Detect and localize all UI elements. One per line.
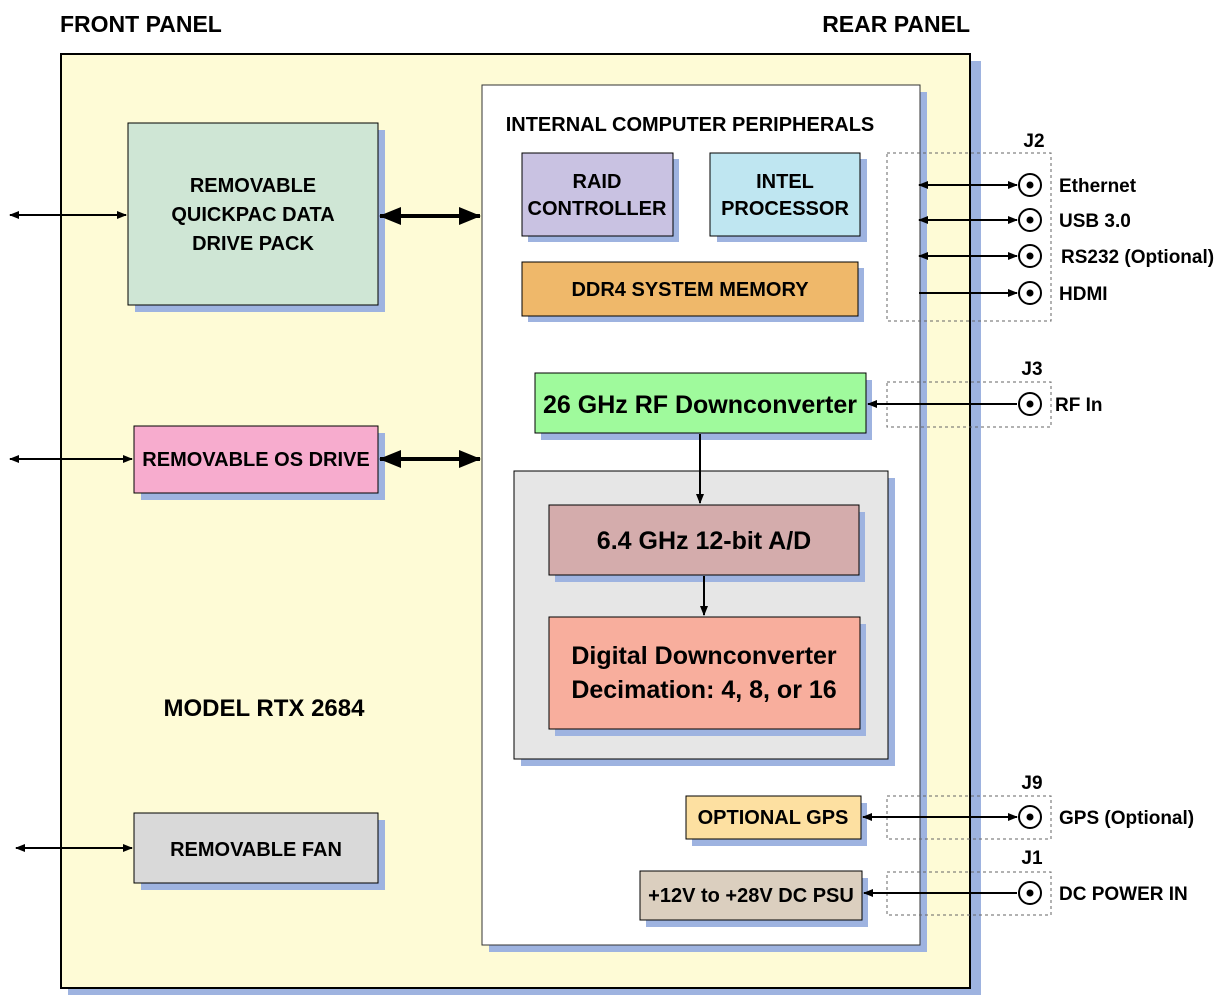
quickpac-label-line-2: QUICKPAC DATA bbox=[171, 204, 334, 226]
j3-connector-outline bbox=[886, 381, 1052, 428]
gps-jack-icon bbox=[1018, 805, 1042, 829]
j1-label: J1 bbox=[1021, 848, 1043, 869]
rf-downconverter-label: 26 GHz RF Downconverter bbox=[543, 391, 857, 419]
j2-connector-outline bbox=[886, 152, 1052, 322]
ddc-label-line-2: Decimation: 4, 8, or 16 bbox=[571, 676, 836, 704]
gps-label: OPTIONAL GPS bbox=[698, 807, 849, 829]
raid-label-line-2: CONTROLLER bbox=[528, 198, 667, 220]
dc-power-port-label: DC POWER IN bbox=[1059, 884, 1188, 905]
adc-block bbox=[548, 504, 860, 576]
gps-block bbox=[685, 795, 862, 840]
j2-label: J2 bbox=[1023, 131, 1044, 152]
intel-label-line-2: PROCESSOR bbox=[721, 198, 849, 220]
rs232-jack-icon bbox=[1018, 244, 1042, 268]
usb-port-label: USB 3.0 bbox=[1059, 211, 1131, 232]
j9-label: J9 bbox=[1021, 773, 1042, 794]
intel-processor-block bbox=[709, 152, 861, 237]
ethernet-port-label: Ethernet bbox=[1059, 176, 1137, 197]
os-drive-block bbox=[133, 425, 379, 494]
rf-downconverter-block bbox=[534, 372, 867, 434]
hdmi-port-label: HDMI bbox=[1059, 284, 1108, 305]
os-drive-label: REMOVABLE OS DRIVE bbox=[142, 449, 369, 471]
j3-label: J3 bbox=[1021, 359, 1042, 380]
ethernet-jack-icon bbox=[1018, 173, 1042, 197]
adc-label: 6.4 GHz 12-bit A/D bbox=[597, 527, 811, 555]
raid-label-line-1: RAID bbox=[573, 171, 622, 193]
rear-panel-label: REAR PANEL bbox=[822, 11, 970, 37]
front-panel-label: FRONT PANEL bbox=[60, 11, 222, 37]
ddr4-label: DDR4 SYSTEM MEMORY bbox=[571, 279, 809, 301]
internal-peripherals-label: INTERNAL COMPUTER PERIPHERALS bbox=[506, 114, 875, 136]
fan-block bbox=[133, 812, 379, 884]
quickpac-drive-block bbox=[127, 122, 379, 306]
rs232-port-label: RS232 (Optional) bbox=[1061, 247, 1214, 268]
quickpac-label-line-1: REMOVABLE bbox=[190, 175, 316, 197]
intel-label-line-1: INTEL bbox=[756, 171, 814, 193]
dc-power-jack-icon bbox=[1018, 881, 1042, 905]
quickpac-label-line-3: DRIVE PACK bbox=[192, 233, 314, 255]
hdmi-jack-icon bbox=[1018, 281, 1042, 305]
model-label: MODEL RTX 2684 bbox=[164, 695, 366, 722]
usb-jack-icon bbox=[1018, 208, 1042, 232]
ddc-block bbox=[548, 616, 861, 730]
psu-block bbox=[639, 870, 863, 921]
ddr4-memory-block bbox=[521, 261, 859, 317]
raid-controller-block bbox=[521, 152, 674, 237]
psu-label: +12V to +28V DC PSU bbox=[648, 885, 854, 907]
rf-in-jack-icon bbox=[1018, 392, 1042, 416]
ddc-label-line-1: Digital Downconverter bbox=[571, 642, 837, 670]
gps-port-label: GPS (Optional) bbox=[1059, 808, 1194, 829]
rf-in-port-label: RF In bbox=[1055, 395, 1103, 416]
fan-label: REMOVABLE FAN bbox=[170, 839, 342, 861]
